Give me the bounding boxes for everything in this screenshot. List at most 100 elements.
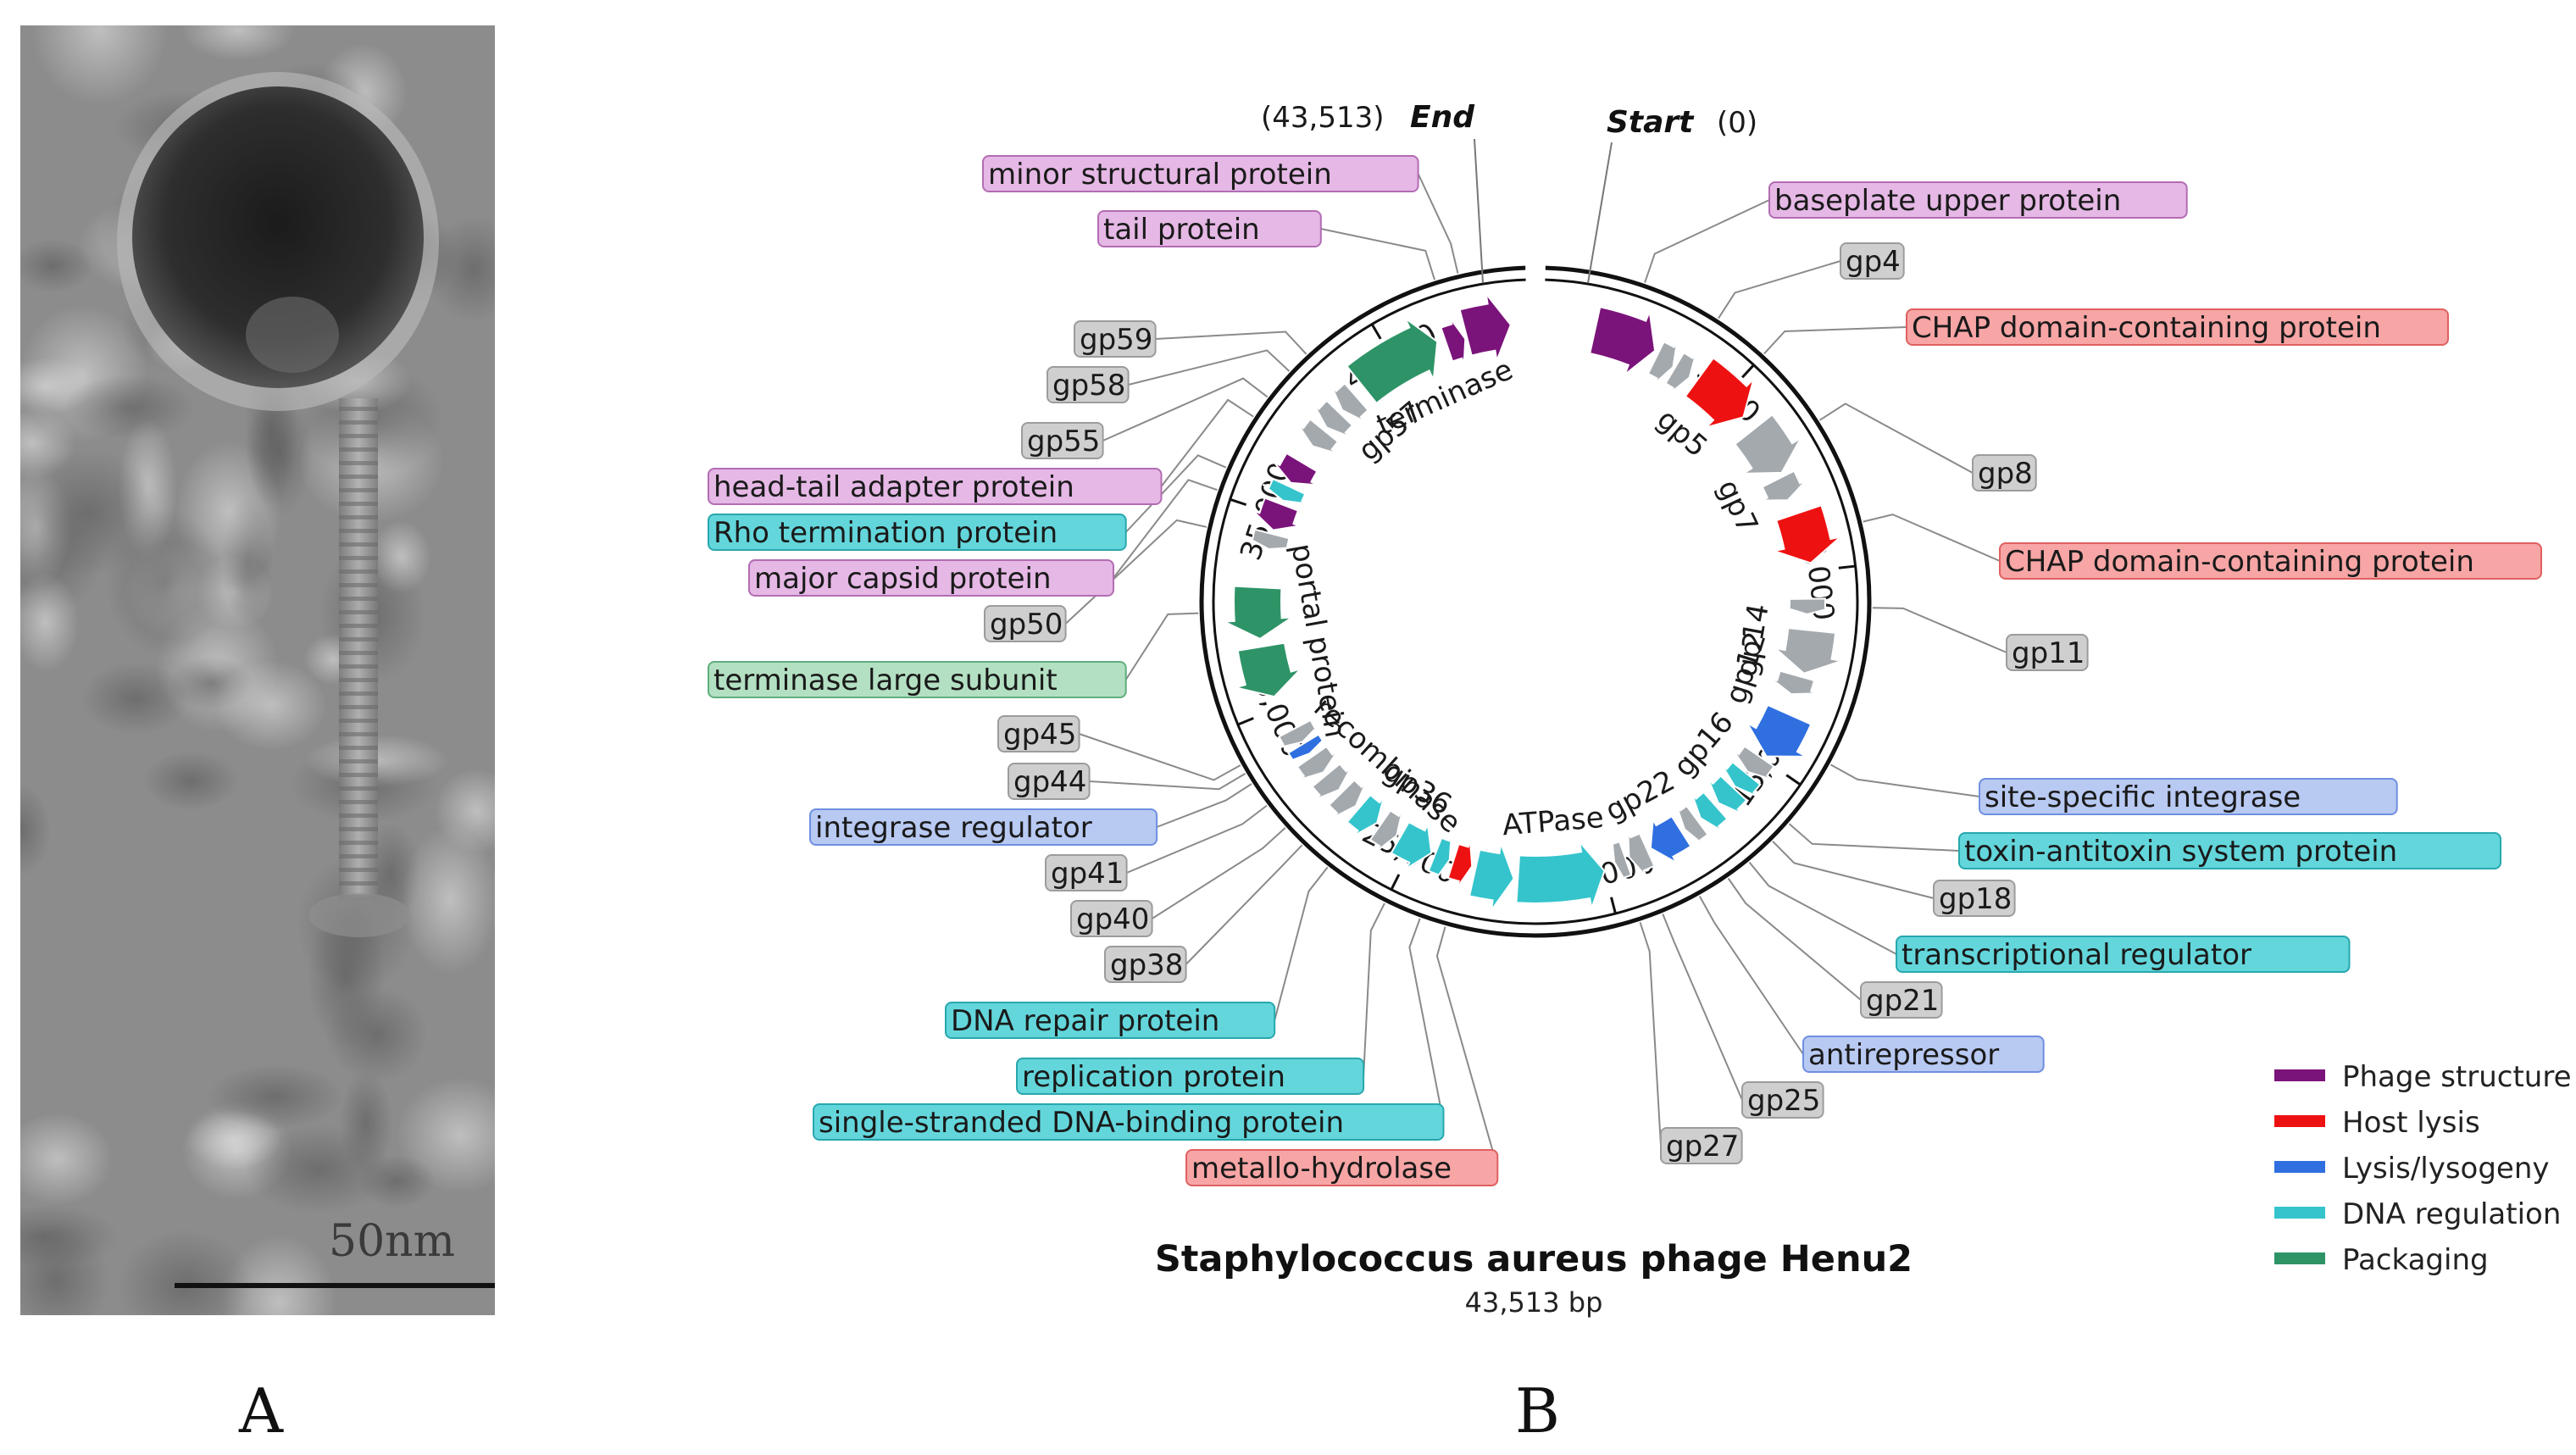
legend-swatch-lysogeny <box>2274 1161 2325 1173</box>
gene-label-background <box>982 155 1419 192</box>
leader-line <box>1818 403 1974 474</box>
phage-tail <box>308 398 410 937</box>
micrograph-grain <box>20 572 79 673</box>
gene-label-pill: head-tail adapter protein <box>708 468 1163 505</box>
leader-line <box>1126 804 1268 874</box>
tick-mark <box>1237 717 1254 726</box>
gene-arrow-other <box>1732 745 1775 781</box>
gene-label-background <box>708 514 1127 551</box>
gene-label-text: gp8 <box>1978 457 2033 491</box>
leader-line <box>1772 841 1935 899</box>
legend-label-lysogeny: Lysis/lysogeny <box>2342 1152 2550 1186</box>
leader-line <box>1124 454 1227 533</box>
gene-label-background <box>1933 880 2016 917</box>
leader-line <box>1102 377 1269 441</box>
micrograph-grain <box>105 508 225 658</box>
micrograph-panel: 50nm <box>20 25 495 1315</box>
gene-label-background <box>1802 1036 2045 1073</box>
gene-label-pill: gp40 <box>1070 900 1153 937</box>
gene-label-background <box>1768 181 2188 219</box>
tail-stripe <box>339 475 378 479</box>
legend-item-packaging: Packaging <box>2274 1243 2489 1277</box>
leader-line <box>1363 902 1385 1077</box>
gene-label-background <box>1972 454 2037 491</box>
tail-stripe <box>339 407 378 411</box>
leader-line <box>1763 326 1907 355</box>
tail-stripe <box>339 637 378 641</box>
gene-label-pill: metallo-hydrolase <box>1185 1149 1499 1186</box>
gene-arrow-other <box>1761 469 1807 502</box>
gene-label-background <box>1104 946 1187 983</box>
gene-label-background <box>809 808 1158 846</box>
gene-arrow-lysis <box>1446 840 1474 889</box>
tail-stripe <box>339 664 378 669</box>
leader-line <box>1408 918 1445 1123</box>
gene-arrow-other <box>1782 597 1833 616</box>
tick-mark <box>1740 364 1755 379</box>
gene-label-background <box>1906 308 2449 346</box>
leader-line <box>1417 173 1459 274</box>
micrograph-grain <box>186 1109 282 1170</box>
gene-label-pill: CHAP domain-containing protein <box>1906 308 2449 346</box>
gene-arrow-other <box>1770 669 1818 696</box>
gene-label-text: Rho termination protein <box>713 516 1058 550</box>
leader-line <box>1079 733 1241 781</box>
micrograph-grain <box>31 25 169 106</box>
legend-label-dna: DNA regulation <box>2342 1197 2561 1231</box>
gene-label-text: CHAP domain-containing protein <box>2005 545 2474 579</box>
gene-arrow-structure <box>1273 452 1319 486</box>
gene-arrow-lysogeny <box>1649 814 1692 865</box>
gene-label-text: major capsid protein <box>754 562 1052 596</box>
leader-line <box>1155 330 1307 355</box>
gene-arrow-dna <box>1690 791 1729 833</box>
legend-swatch-dna <box>2274 1207 2325 1219</box>
leader-line <box>1872 607 2007 653</box>
gene-arrow-dna <box>1468 842 1515 911</box>
gene-label-background <box>1958 832 2501 869</box>
tick-mark <box>1838 564 1856 569</box>
gene-arrow-other <box>1313 399 1354 438</box>
gene-label-text: head-tail adapter protein <box>713 470 1074 504</box>
tail-stripe <box>339 434 378 438</box>
micrograph-grain <box>20 1221 110 1315</box>
gene-label-text: gp38 <box>1110 948 1183 982</box>
gene-label-background <box>708 661 1127 698</box>
gene-arrow-other <box>1675 804 1709 847</box>
tail-stripe <box>339 691 378 696</box>
tail-stripe <box>339 705 378 709</box>
gene-label-pill: transcriptional regulator <box>1896 936 2351 973</box>
scale-bar <box>175 1283 495 1288</box>
legend: Phage structure Host lysis Lysis/lysogen… <box>2274 1060 2572 1277</box>
tail-stripe <box>339 881 378 886</box>
tail-stripe <box>339 556 378 560</box>
gene-label-text: DNA repair protein <box>951 1004 1219 1038</box>
gene-label-pill: gp58 <box>1046 366 1130 403</box>
gene-label-pill: gp21 <box>1860 981 1943 1019</box>
gene-label-text: terminase large subunit <box>713 664 1058 697</box>
gene-label-background <box>748 559 1114 597</box>
legend-item-lysis: Host lysis <box>2274 1106 2480 1140</box>
legend-swatch-structure <box>2274 1069 2325 1081</box>
gene-arrow-dna <box>1720 760 1762 798</box>
leader-line <box>1829 764 1980 797</box>
gene-label-pill: gp27 <box>1660 1127 1743 1164</box>
gene-arrow-packaging <box>1232 641 1304 698</box>
gene-arrow-other <box>1664 351 1697 395</box>
tail-stripe <box>339 515 378 519</box>
legend-label-lysis: Host lysis <box>2342 1106 2480 1140</box>
gene-arrow-other <box>1368 809 1404 852</box>
tail-stripe <box>339 854 378 858</box>
gene-label-background <box>1045 854 1128 891</box>
gene-label-background <box>945 1002 1276 1039</box>
gene-label-background <box>1741 1081 1824 1119</box>
gene-label-background <box>708 468 1163 505</box>
micrograph-grain <box>371 520 431 593</box>
gene-arrow-packaging <box>1346 315 1439 405</box>
leader-line <box>1156 783 1252 828</box>
tick-mark <box>1610 897 1617 914</box>
gene-label-background <box>1860 981 1943 1019</box>
tail-stripe <box>339 447 378 452</box>
tail-stripe <box>339 569 378 574</box>
gene-label-text: antirepressor <box>1808 1038 1999 1072</box>
leader-line <box>1185 844 1303 965</box>
